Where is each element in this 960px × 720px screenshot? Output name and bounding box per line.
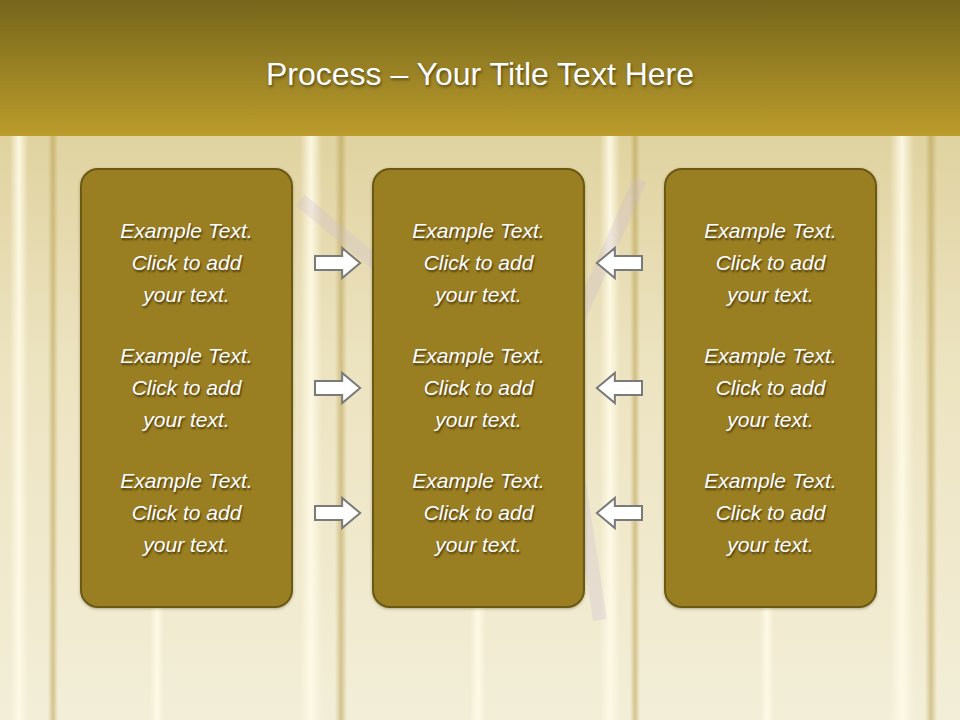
- block-arrow: [597, 373, 642, 403]
- process-box: Example Text. Click to add your text. Exa…: [80, 168, 293, 608]
- box-text: Example Text. Click to add your text.: [696, 465, 846, 561]
- block-arrow: [315, 498, 360, 528]
- block-arrow: [315, 373, 360, 403]
- box-text: Example Text. Click to add your text.: [404, 340, 554, 436]
- header-band: [0, 0, 960, 136]
- box-text: Example Text. Click to add your text.: [404, 465, 554, 561]
- box-text: Example Text. Click to add your text.: [112, 215, 262, 311]
- process-box: Example Text. Click to add your text. Exa…: [372, 168, 585, 608]
- block-arrow: [315, 248, 360, 278]
- slide-title: Process – Your Title Text Here: [266, 56, 694, 93]
- block-arrow: [597, 248, 642, 278]
- title-area: Process – Your Title Text Here: [0, 0, 960, 148]
- box-text: Example Text. Click to add your text.: [696, 215, 846, 311]
- light-streaks: [10, 135, 937, 720]
- block-arrow: [597, 498, 642, 528]
- box-text: Example Text. Click to add your text.: [696, 340, 846, 436]
- process-box: Example Text. Click to add your text. Exa…: [664, 168, 877, 608]
- box-text: Example Text. Click to add your text.: [404, 215, 554, 311]
- box-text: Example Text. Click to add your text.: [112, 465, 262, 561]
- box-text: Example Text. Click to add your text.: [112, 340, 262, 436]
